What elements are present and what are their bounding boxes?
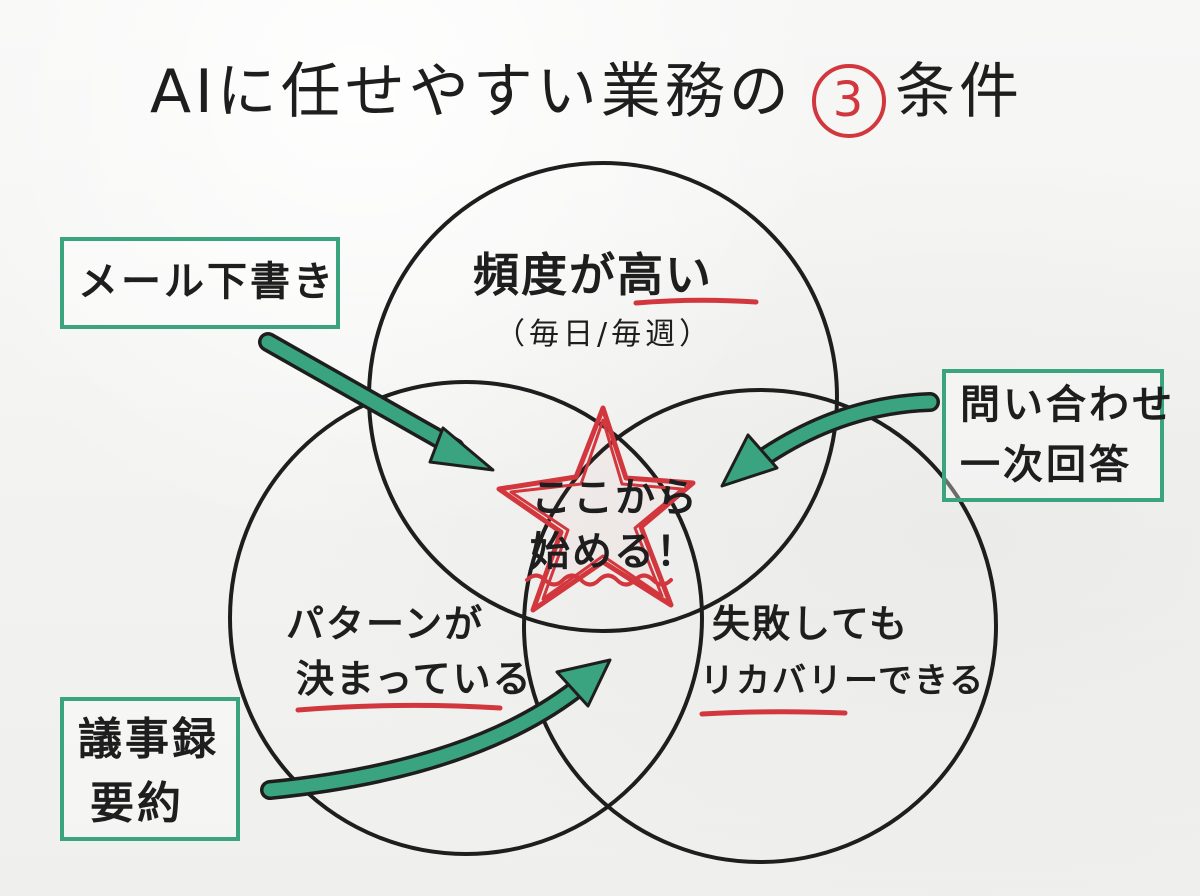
arrow-left-icon <box>720 392 940 488</box>
underline-decided <box>295 702 503 713</box>
condition-frequency-label: 頻度が高い <box>473 248 713 302</box>
title-number-badge: 3 <box>812 64 886 138</box>
example-box-minutes <box>60 697 240 841</box>
example-inquiry-line2: 一次回答 <box>960 442 1132 488</box>
center-label-line1: ここから <box>531 475 699 521</box>
example-box-inquiry <box>942 369 1164 502</box>
condition-pattern-line1: パターンが <box>286 602 485 646</box>
center-label-line2: 始める！ <box>530 529 698 575</box>
star-outline-icon <box>496 405 696 613</box>
example-minutes-line1: 議事録 <box>78 714 219 765</box>
condition-recoverable-line1: 失敗しても <box>712 602 909 646</box>
circle-recoverable <box>522 388 998 864</box>
condition-frequency-note: （毎日/毎週） <box>495 317 714 352</box>
circle-pattern <box>228 380 704 856</box>
page-title-suffix: 条件 <box>895 57 1023 127</box>
arrow-up-right-icon <box>260 658 612 800</box>
condition-pattern-line2: 決まっている <box>296 657 533 701</box>
example-mail-draft: メール下書き <box>78 259 336 305</box>
wavy-underline-start <box>525 573 673 587</box>
arrow-right-icon <box>258 332 495 472</box>
example-box-mail <box>60 237 340 329</box>
example-minutes-line2: 要約 <box>90 778 184 829</box>
underline-recovery <box>699 709 848 717</box>
condition-recoverable-line2: リカバリーできる <box>700 661 986 701</box>
example-inquiry-line1: 問い合わせ <box>960 382 1175 428</box>
page-title: AIに任せやすい業務の <box>150 57 793 127</box>
underline-high <box>633 297 759 306</box>
